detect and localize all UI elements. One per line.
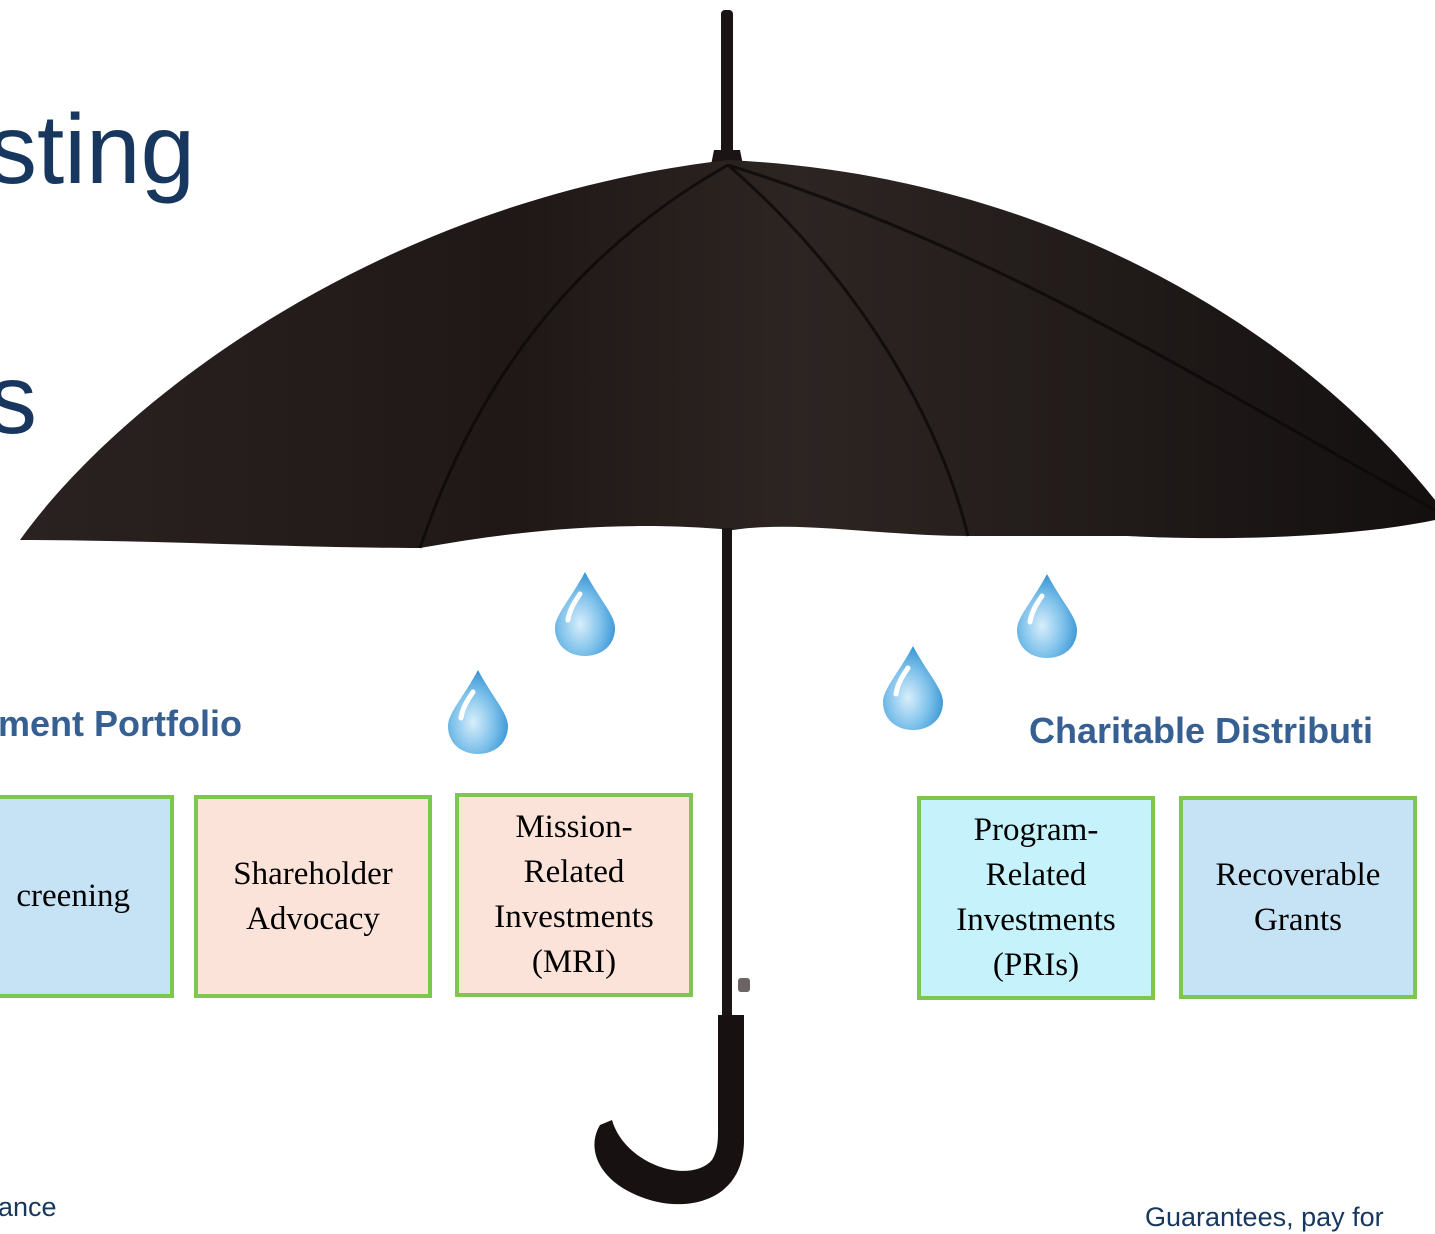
raindrop-icon (1017, 574, 1077, 658)
raindrop-icon (448, 670, 508, 754)
box-line: Program- (973, 812, 1099, 848)
footnote-right: Guarantees, pay for (1145, 1202, 1384, 1232)
shareholder-advocacy-box: Shareholder Advocacy (194, 795, 432, 998)
investment-portfolio-label: tment Portfolio (0, 703, 242, 744)
footnote-left: ance (0, 1192, 57, 1222)
umbrella-tip (710, 10, 744, 170)
box-line: (MRI) (531, 944, 617, 980)
recoverable-grants-box: Recoverable Grants (1179, 796, 1417, 999)
umbrella-handle (594, 1015, 744, 1205)
raindrop-icon (555, 572, 615, 656)
title-line-1: sting (0, 94, 196, 204)
box-line: Advocacy (246, 900, 380, 937)
screening-box: creening (0, 795, 174, 998)
umbrella-shaft (722, 528, 732, 1018)
box-line: creening (16, 878, 130, 914)
box-line: Investments (494, 899, 654, 935)
box-line: Related (523, 854, 625, 890)
box-line: Recoverable (1215, 856, 1381, 893)
raindrop-icon (883, 646, 943, 730)
umbrella-canopy (20, 160, 1435, 548)
box-line: Related (985, 857, 1087, 893)
box-line: (PRIs) (992, 947, 1080, 983)
box-line: Shareholder (233, 855, 393, 892)
box-line: Mission- (515, 809, 633, 845)
mission-related-investments-box: Mission- Related Investments (MRI) (455, 793, 693, 997)
charitable-distributions-label: Charitable Distributi (1029, 710, 1374, 751)
box-line: Investments (956, 902, 1116, 938)
program-related-investments-box: Program- Related Investments (PRIs) (917, 796, 1155, 1000)
title-line-2: s (0, 344, 37, 454)
box-line: Grants (1254, 901, 1342, 938)
